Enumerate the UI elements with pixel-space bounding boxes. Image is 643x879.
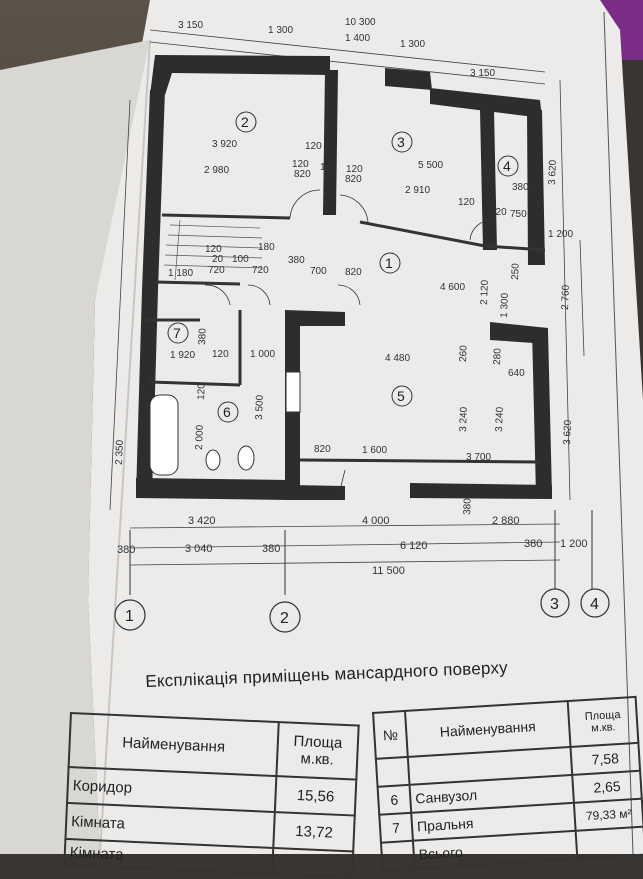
dim-text: 100 xyxy=(232,254,249,265)
dim-text: 2 980 xyxy=(204,165,229,176)
dim-text: 380 xyxy=(512,182,529,193)
dim-text: 120 xyxy=(458,197,475,208)
room-area xyxy=(272,847,354,878)
header-number: № xyxy=(373,710,408,759)
dim-text: 1 920 xyxy=(170,350,195,361)
room-number xyxy=(380,840,415,871)
room-number: 7 xyxy=(173,325,181,341)
header-name: Найменування xyxy=(68,713,279,777)
dim-text: 2 000 xyxy=(194,424,206,450)
dim-text: 750 xyxy=(510,209,527,220)
dim-text: 1 000 xyxy=(250,349,275,360)
dim-text: 20 xyxy=(212,254,224,265)
dim-text: 120 xyxy=(346,164,363,175)
dim-text: 3 150 xyxy=(470,68,495,79)
explication-right-table: № Найменування Площа м.кв. 7,58 6 Санвуз… xyxy=(372,696,643,872)
dim-text: 2 910 xyxy=(405,185,430,196)
dim-text: 2 350 xyxy=(114,439,126,465)
dim-text: 120 xyxy=(205,244,222,255)
header-area: Площа м.кв. xyxy=(276,722,359,780)
room-number: 6 xyxy=(223,404,231,420)
axis-label: 3 xyxy=(550,596,559,613)
dim-text: 3 150 xyxy=(178,20,203,31)
dim-text: 120 xyxy=(212,349,229,360)
floor-plan: 3 150 1 300 10 300 1 400 1 300 3 150 2 3… xyxy=(109,17,609,632)
dim-text: 380 xyxy=(262,543,280,555)
dim-text: 1 200 xyxy=(560,538,588,550)
dim-text: 3 420 xyxy=(188,515,216,527)
dim-text: 820 xyxy=(345,267,362,278)
dim-text: 180 xyxy=(320,162,337,173)
room-number xyxy=(375,756,410,787)
dim-text: 720 xyxy=(208,265,225,276)
dim-text: 1 180 xyxy=(168,268,193,279)
dim-text: 3 620 xyxy=(562,419,574,445)
room-area: 2,65 xyxy=(572,770,642,803)
dim-text: 3 500 xyxy=(254,394,266,420)
dim-text: 820 xyxy=(314,444,331,455)
room-area: 15,56 xyxy=(274,776,357,816)
dim-text: 3 920 xyxy=(212,139,237,150)
dim-text: 2 120 xyxy=(479,279,491,305)
dim-text: 6 120 xyxy=(400,540,428,552)
dim-text: 3 240 xyxy=(494,406,506,432)
room-area: 7,58 xyxy=(570,742,641,775)
dim-text: 380 xyxy=(288,255,305,266)
room-number: 1 xyxy=(385,255,393,271)
axis-label: 4 xyxy=(590,596,599,613)
dim-text: 1 500 xyxy=(482,154,494,180)
dim-text: 3 040 xyxy=(185,543,213,555)
dim-text: 120 xyxy=(196,383,208,400)
room-number: 5 xyxy=(397,388,405,404)
dim-text: 5 500 xyxy=(418,160,443,171)
dim-text: 120 xyxy=(305,141,322,152)
dim-text: 260 xyxy=(458,345,470,362)
dim-text: 120 xyxy=(292,159,309,170)
room-area: 13,72 xyxy=(273,812,355,852)
room-number: 4 xyxy=(503,158,511,174)
dim-text: 820 xyxy=(294,169,311,180)
dim-text: 180 xyxy=(258,242,275,253)
dim-text: 380 xyxy=(462,498,474,515)
room-number: 7 xyxy=(379,812,413,843)
total-area: 79,33 м² xyxy=(573,798,643,831)
dim-text: 2 760 xyxy=(560,284,572,310)
dim-text: 3 240 xyxy=(458,406,470,432)
room-number: 6 xyxy=(377,784,412,815)
dim-text: 10 300 xyxy=(345,17,376,28)
room-number: 2 xyxy=(241,114,249,130)
dim-text: 1 400 xyxy=(345,33,370,44)
dim-text: 250 xyxy=(510,263,522,280)
dim-text: 380 xyxy=(197,328,209,345)
dim-text: 11 500 xyxy=(372,565,405,577)
paper-sheet xyxy=(0,0,643,854)
dim-text: 2 880 xyxy=(492,515,520,527)
dim-text: 820 xyxy=(345,174,362,185)
dim-text: 380 xyxy=(524,538,542,550)
dim-text: 3 620 xyxy=(547,159,559,185)
dim-text: 700 xyxy=(310,266,327,277)
dim-text: 3 700 xyxy=(466,452,491,463)
dim-text: 1 300 xyxy=(400,39,425,50)
dim-text: 1 600 xyxy=(362,445,387,456)
dim-text: 4 480 xyxy=(385,353,410,364)
dim-text: 1 300 xyxy=(268,25,293,36)
header-area: Площа м.кв. xyxy=(567,696,639,747)
dim-text: 4 600 xyxy=(440,282,465,293)
axis-label: 2 xyxy=(280,610,289,627)
dim-text: 720 xyxy=(252,265,269,276)
dim-text: 4 000 xyxy=(362,515,390,527)
dim-text: 280 xyxy=(492,348,504,365)
dim-text: 1 300 xyxy=(499,292,511,318)
dim-text: 640 xyxy=(508,368,525,379)
room-number: 3 xyxy=(397,134,405,150)
axis-label: 1 xyxy=(125,608,134,625)
dim-text: 720 xyxy=(490,207,507,218)
dim-text: 1 200 xyxy=(548,229,573,240)
dim-text: 380 xyxy=(117,544,135,556)
